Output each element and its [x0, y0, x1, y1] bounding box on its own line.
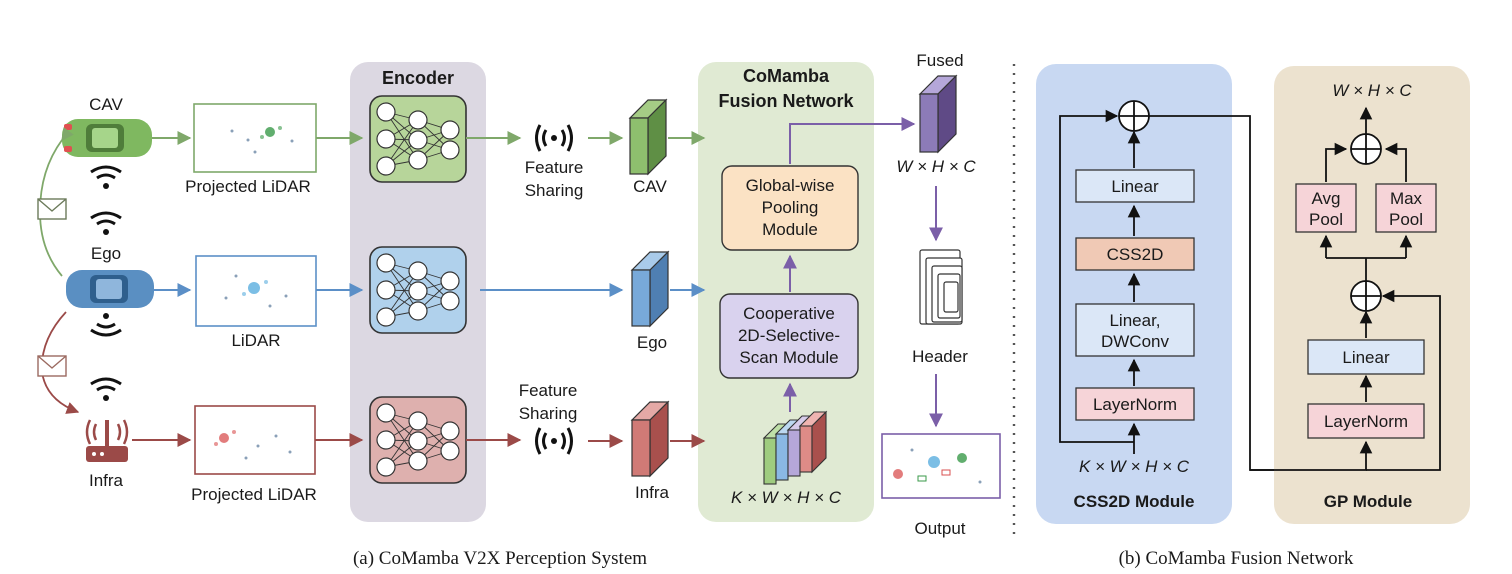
fusion-title-line1: CoMamba: [743, 66, 830, 86]
gp-linear-box[interactable]: [1307, 339, 1425, 375]
infra-signal-icon: [535, 427, 573, 455]
avg-pool-line2: Pool: [1309, 210, 1343, 229]
panel-a: Encoder CoMamba Fusion Network CAV: [37, 51, 1001, 569]
css-module-line2: 2D-Selective-: [738, 326, 840, 345]
css-module-line1: Cooperative: [743, 304, 835, 323]
encoder-title: Encoder: [382, 68, 454, 88]
feature-stack-icon: [762, 410, 828, 485]
gp-skip-connection: [1366, 289, 1441, 471]
gp-module-line2: Pooling: [762, 198, 819, 217]
infra-encoder-network: [369, 396, 467, 484]
max-pool-line1: Max: [1390, 189, 1423, 208]
css2d-input-dims: K × W × H × C: [1079, 457, 1190, 476]
avg-to-add-arrow: [1325, 142, 1348, 182]
ego-lidar-image: [195, 255, 317, 327]
cav-lidar-image: [193, 103, 317, 173]
gp-module-line3: Module: [762, 220, 818, 239]
ego-feature-cube: [630, 250, 670, 328]
css2d-linear-dwconv-box[interactable]: [1075, 303, 1195, 357]
output-label: Output: [914, 519, 965, 538]
gp-add-icon-lower: [1350, 280, 1382, 312]
infra-feature-sharing-line2: Sharing: [519, 404, 578, 423]
caption-b: (b) CoMamba Fusion Network: [1119, 548, 1354, 569]
css2d-layernorm-box[interactable]: [1075, 387, 1195, 421]
cav-wifi-icon: [90, 165, 122, 189]
css2d-core-box[interactable]: [1075, 237, 1195, 271]
gp-linear-label: Linear: [1342, 348, 1390, 367]
infra-lidar-label: Projected LiDAR: [191, 485, 317, 504]
css2d-linear-dwconv-line1: Linear,: [1109, 311, 1160, 330]
ego-wifi-icon: [90, 211, 122, 235]
cav-signal-icon: [535, 124, 573, 152]
css-module-line3: Scan Module: [739, 348, 838, 367]
css2d-layernorm-label: LayerNorm: [1093, 395, 1177, 414]
css2d-core-label: CSS2D: [1107, 245, 1164, 264]
ego-agent-label: Ego: [91, 244, 121, 263]
cav-car-icon: [62, 119, 152, 157]
cav-feature-label: CAV: [633, 177, 667, 196]
infra-feature-label: Infra: [635, 483, 670, 502]
fused-dims-label: W × H × C: [896, 157, 976, 176]
stack-dims-label: K × W × H × C: [731, 488, 842, 507]
avg-pool-box[interactable]: [1295, 183, 1357, 233]
infra-agent-label: Infra: [89, 471, 124, 490]
infra-lidar-image: [194, 405, 316, 475]
gp-module-title: GP Module: [1324, 492, 1412, 511]
cav-agent-label: CAV: [89, 95, 123, 114]
css2d-linear-dwconv-line2: DWConv: [1101, 332, 1170, 351]
ego-car-icon: [66, 270, 154, 308]
header-label: Header: [912, 347, 968, 366]
message-envelope-icon-bottom: [37, 355, 67, 377]
ego-encoder-network: [369, 246, 467, 334]
cav-encoder-network: [369, 95, 467, 183]
gp-layernorm-box[interactable]: [1307, 403, 1425, 439]
infra-feature-sharing-line1: Feature: [519, 381, 578, 400]
ego-signal-icon: [90, 313, 122, 337]
caption-a: (a) CoMamba V2X Perception System: [353, 548, 647, 569]
css2d-add-icon: [1118, 100, 1150, 132]
gp-module-line1: Global-wise: [746, 176, 835, 195]
gp-output-dims: W × H × C: [1332, 81, 1412, 100]
gp-split-lines: [1326, 257, 1406, 281]
output-detection-image: [881, 433, 1001, 499]
message-envelope-icon-top: [37, 198, 67, 220]
css2d-linear-box[interactable]: [1075, 169, 1195, 203]
max-to-add-arrow: [1384, 142, 1407, 182]
infra-feature-cube: [630, 400, 670, 478]
infra-wifi-icon: [90, 377, 122, 401]
cav-feature-sharing-line2: Sharing: [525, 181, 584, 200]
fused-feature-cube: [918, 74, 958, 154]
header-layers-icon: [919, 249, 963, 325]
cav-lidar-label: Projected LiDAR: [185, 177, 311, 196]
panel-b: CSS2D Module K × W × H × C LayerNorm Lin…: [1036, 64, 1470, 569]
max-pool-line2: Pool: [1389, 210, 1423, 229]
cav-feature-cube: [628, 98, 668, 176]
fusion-title-line2: Fusion Network: [718, 91, 854, 111]
avg-pool-line1: Avg: [1312, 189, 1341, 208]
cav-feature-sharing-line1: Feature: [525, 158, 584, 177]
gp-to-fused-arrow: [789, 117, 916, 164]
ego-feature-label: Ego: [637, 333, 667, 352]
max-pool-box[interactable]: [1375, 183, 1437, 233]
gp-layernorm-label: LayerNorm: [1324, 412, 1408, 431]
infra-router-icon: [85, 419, 129, 462]
css2d-module-title: CSS2D Module: [1074, 492, 1195, 511]
css2d-linear-label: Linear: [1111, 177, 1159, 196]
css-module-box[interactable]: [719, 293, 859, 379]
gp-module-box[interactable]: [721, 165, 859, 251]
fused-label: Fused: [916, 51, 963, 70]
gp-add-icon-upper: [1350, 133, 1382, 165]
ego-lidar-label: LiDAR: [231, 331, 280, 350]
css2d-skip-connection: [1059, 109, 1134, 443]
